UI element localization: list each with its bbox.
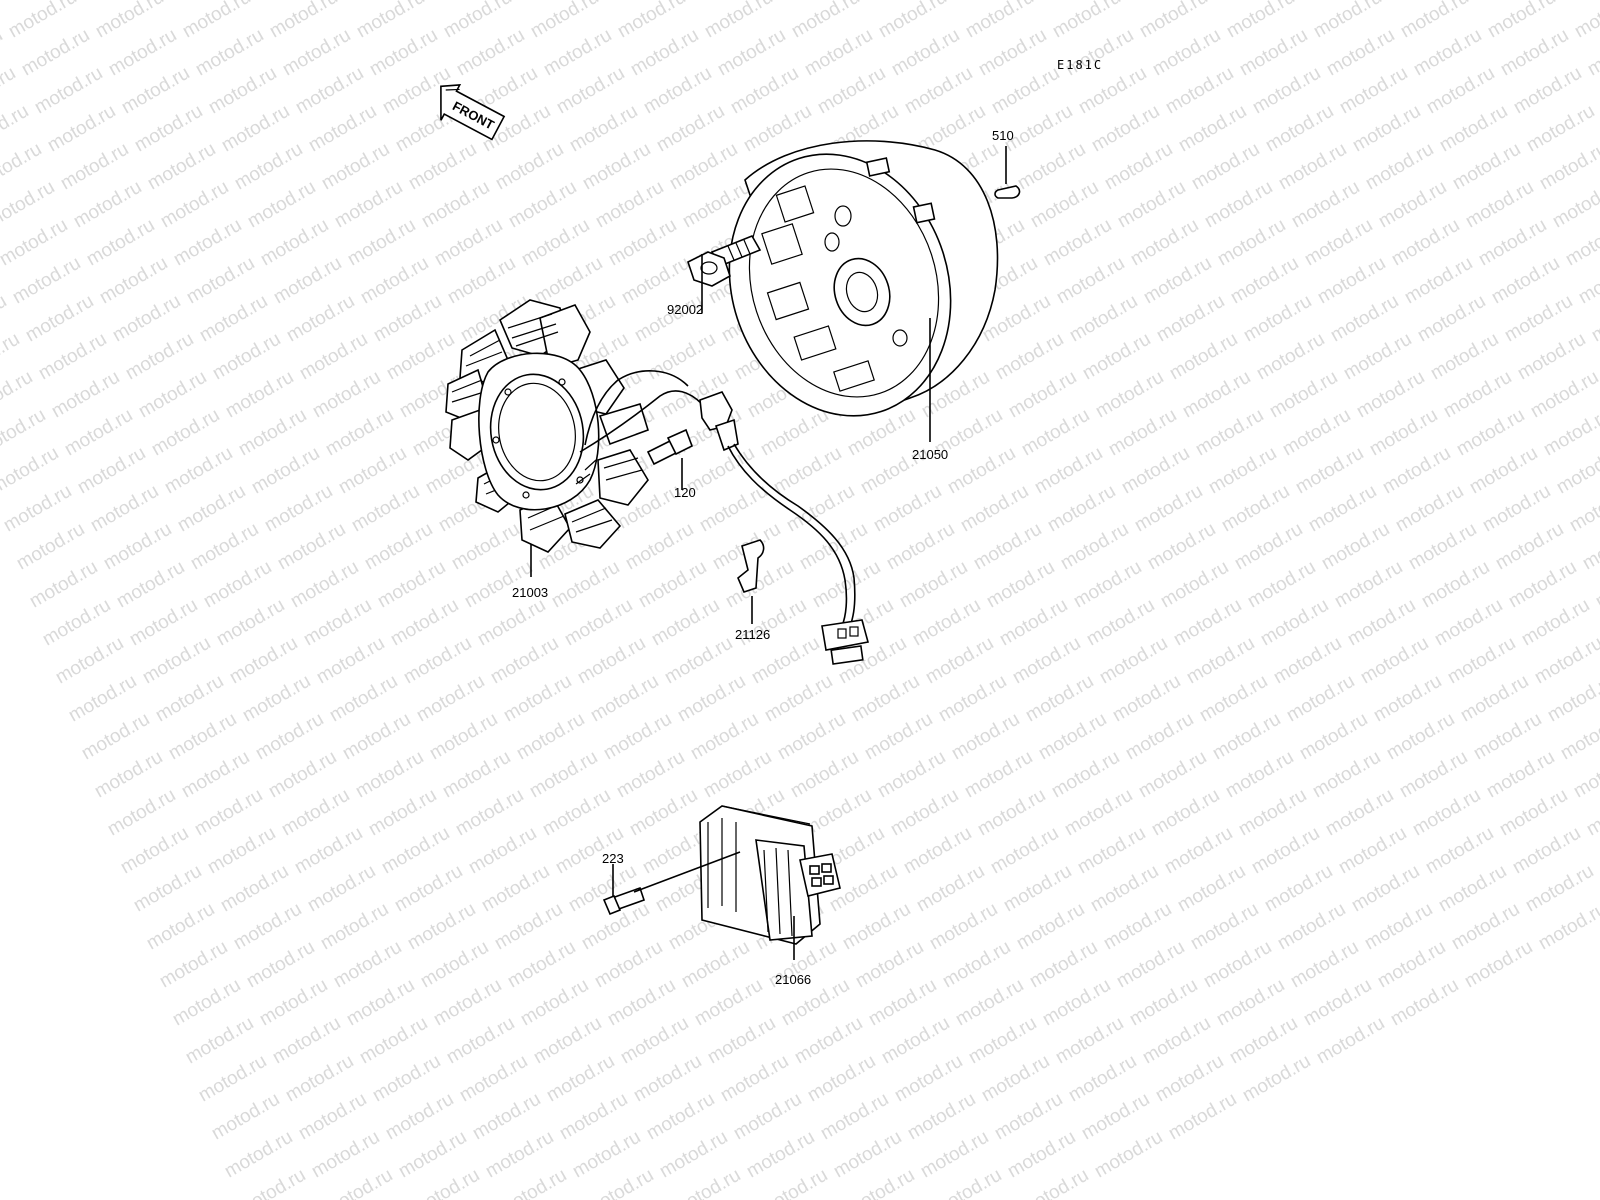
part-label-120: 120 [674,485,696,500]
part-label-223: 223 [602,851,624,866]
part-label-21066: 21066 [775,972,811,987]
watermark-text: motod.ru [1571,0,1600,42]
diagram-code: E181C [1057,58,1103,72]
part-label-21050: 21050 [912,447,948,462]
wire-clamp [737,539,765,624]
woodruff-key [994,146,1021,199]
regulator-screw [602,851,741,916]
rotor-flywheel [728,140,999,417]
leader-lines [530,318,931,960]
part-label-510: 510 [992,128,1014,143]
wire-harness [699,391,869,665]
watermark-text: motod.ru [1558,0,1600,4]
part-label-21003: 21003 [512,585,548,600]
part-label-92002: 92002 [667,302,703,317]
stator-assembly [445,299,703,553]
stator-screw [646,428,694,490]
front-arrow-icon: FRONT [440,84,506,141]
regulator-rectifier [699,805,841,945]
rotor-bolt [687,234,762,313]
part-label-21126: 21126 [735,627,770,642]
